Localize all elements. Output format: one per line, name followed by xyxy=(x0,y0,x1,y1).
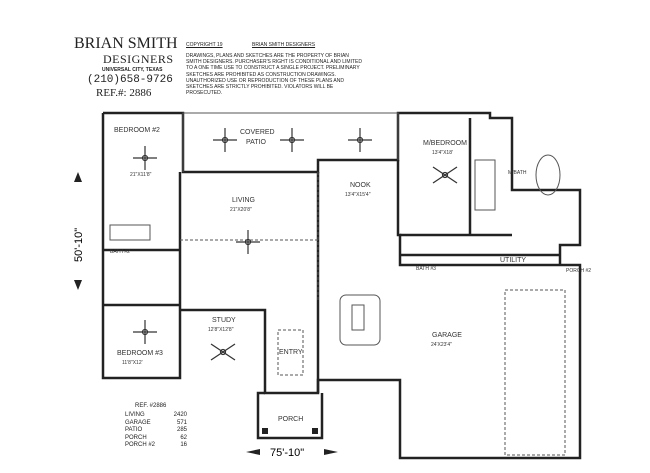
summary-row: LIVING 2420 xyxy=(125,412,187,420)
room-bath2: BATH #2 xyxy=(110,249,130,255)
room-porch: PORCH xyxy=(278,416,303,423)
garage-door xyxy=(504,289,566,456)
room-bedroom2: BEDROOM #2 xyxy=(114,127,160,134)
summary-label: LIVING xyxy=(125,412,145,418)
room-entry: ENTRY xyxy=(279,349,303,356)
dimension-depth: 50'-10" xyxy=(73,172,85,290)
depth-label: 50'-10" xyxy=(73,228,85,262)
plan-ref: REF.#: 2886 xyxy=(96,87,152,99)
summary-label: PORCH xyxy=(125,434,147,441)
room-nook-size: 13'4"X15'4" xyxy=(345,192,371,198)
room-mbedroom: M/BEDROOM xyxy=(423,140,467,147)
company-phone: (210)658-9726 xyxy=(87,74,173,86)
dimension-width: 75'-10" xyxy=(246,447,338,459)
summary-label: GARAGE xyxy=(125,419,151,426)
room-study-size: 12'8"X12'8" xyxy=(208,327,234,333)
room-garage: GARAGE xyxy=(432,332,462,339)
copyright: COPYRIGHT 19 xyxy=(186,42,223,48)
room-study: STUDY xyxy=(212,317,236,324)
room-patio: COVERED xyxy=(240,129,275,136)
width-label: 75'-10" xyxy=(270,447,304,459)
summary-value: 62 xyxy=(180,434,187,441)
room-bedroom3: BEDROOM #3 xyxy=(117,350,163,357)
kitchen-island xyxy=(339,294,381,346)
summary-row: PORCH 62 xyxy=(125,435,187,443)
company-subtitle: DESIGNERS xyxy=(103,52,174,66)
room-utility: UTILITY xyxy=(500,257,526,264)
summary-label: PATIO xyxy=(125,427,143,433)
room-bedroom2-size: 21"X11'8" xyxy=(130,172,152,178)
summary-value: 16 xyxy=(180,442,187,448)
summary-ref: REF. #2886 xyxy=(135,403,167,409)
summary-value: 2420 xyxy=(173,412,187,418)
summary-value: 571 xyxy=(176,419,187,426)
company-name: BRIAN SMITH xyxy=(74,35,178,52)
room-mbath: M/BATH xyxy=(508,170,527,176)
room-living-size: 21"X20'8" xyxy=(230,207,252,213)
area-summary: LIVING 2420 GARAGE 571 PATIO 285 PORCH 62 PO… xyxy=(125,412,187,450)
room-garage-size: 24'X23'4" xyxy=(431,342,452,348)
room-patio-2: PATIO xyxy=(246,139,267,146)
room-nook: NOOK xyxy=(350,182,371,189)
company-city: UNIVERSAL CITY, TEXAS xyxy=(102,67,163,73)
room-living: LIVING xyxy=(232,197,255,204)
summary-value: 285 xyxy=(176,427,187,433)
patio-outline xyxy=(182,112,399,172)
legal-notice: DRAWINGS, PLANS AND SKETCHES ARE THE PRO… xyxy=(186,53,362,97)
room-mbedroom-size: 13'4"X18' xyxy=(432,150,453,156)
room-bedroom3-size: 11'8"X12' xyxy=(122,360,143,366)
ceiling-fans xyxy=(133,128,458,361)
summary-row: GARAGE 571 xyxy=(125,420,187,428)
summary-label: PORCH #2 xyxy=(125,442,156,448)
summary-row: PORCH #2 16 xyxy=(125,442,187,450)
room-porch2: PORCH #2 xyxy=(566,268,591,274)
summary-row: PATIO 285 xyxy=(125,427,187,435)
bathtub xyxy=(535,154,561,196)
walls xyxy=(101,111,582,460)
room-bath3: BATH #3 xyxy=(416,266,436,272)
copyright-holder: BRIAN SMITH DESIGNERS xyxy=(252,42,316,48)
